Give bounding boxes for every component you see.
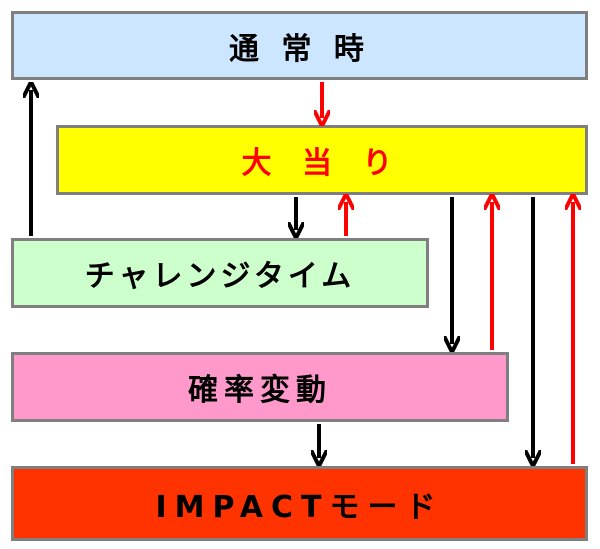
- state-kakuhen: 確率変動: [11, 352, 509, 422]
- state-impact-mode: IMPACTモード: [11, 466, 588, 541]
- state-normal: 通 常 時: [11, 11, 588, 80]
- state-kakuhen-label: 確率変動: [188, 373, 332, 408]
- state-challenge-label: チャレンジタイム: [84, 259, 356, 294]
- state-normal-label: 通 常 時: [229, 31, 370, 67]
- state-jackpot: 大 当 り: [56, 125, 588, 195]
- state-challenge-time: チャレンジタイム: [11, 238, 429, 308]
- state-jackpot-label: 大 当 り: [241, 146, 403, 181]
- state-impact-label: IMPACTモード: [155, 489, 444, 525]
